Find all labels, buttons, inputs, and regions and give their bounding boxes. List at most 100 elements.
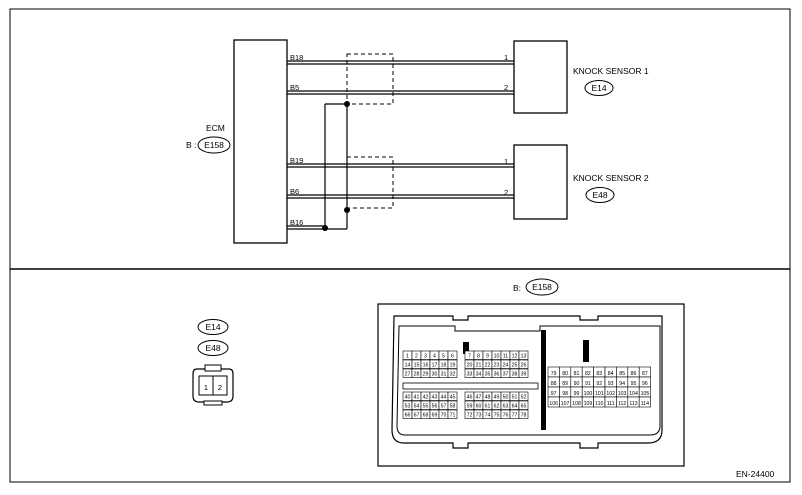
pin-number: 100 [584, 391, 593, 397]
pin-number: 53 [405, 404, 411, 410]
ecm-pin-b16: B16 [290, 218, 303, 227]
wire-b18-to-sensor1-pin1 [287, 60, 514, 65]
pin-cavity [447, 391, 458, 401]
pin-number: 43 [432, 395, 438, 401]
pin-number: 73 [476, 413, 482, 419]
pin-number: 47 [476, 395, 482, 401]
pin-cavity [518, 391, 529, 401]
pin-number: 6 [451, 354, 454, 360]
wire-b19-to-sensor2-pin1 [287, 163, 514, 168]
small-2pin-connector [192, 364, 234, 406]
ecm-connector-prefix: B : [186, 140, 196, 150]
pin-number: 9 [486, 354, 489, 360]
pin-number: 84 [608, 371, 614, 377]
knock-sensor-1-connector-badge [584, 80, 614, 96]
pin-number: 71 [450, 413, 456, 419]
pin-number: 51 [512, 395, 518, 401]
pin-number: 26 [521, 363, 527, 369]
wire-b5-to-sensor1-pin2 [287, 90, 514, 95]
ecm-connector-view-prefix: B: [513, 283, 521, 293]
pin-number: 109 [584, 401, 593, 407]
ecm-connector-badge [197, 136, 231, 154]
shield-box-2 [346, 156, 394, 209]
pin-number: 97 [551, 391, 557, 397]
pin-number: 38 [512, 372, 518, 378]
shield-box-1 [346, 53, 394, 105]
pin-number: 36 [494, 372, 500, 378]
pin-number: 98 [562, 391, 568, 397]
pin-number: 93 [608, 381, 614, 387]
pin-number: 48 [485, 395, 491, 401]
pin-number: 70 [441, 413, 447, 419]
knock-sensor-2-pin-2: 2 [504, 188, 508, 197]
pin-number: 86 [631, 371, 637, 377]
pin-number: 41 [414, 395, 420, 401]
pin-number: 57 [441, 404, 447, 410]
pin-cavity [518, 359, 529, 369]
small-connector-pin-2: 2 [218, 383, 222, 392]
pin-number: 111 [607, 401, 615, 407]
pin-number: 60 [476, 404, 482, 410]
pin-number: 33 [467, 372, 473, 378]
pin-number: 65 [521, 404, 527, 410]
pin-number: 79 [551, 371, 557, 377]
pin-number: 45 [450, 395, 456, 401]
pin-number: 58 [450, 404, 456, 410]
pin-number: 16 [423, 363, 429, 369]
pin-number: 52 [521, 395, 527, 401]
pin-number: 49 [494, 395, 500, 401]
shield-junction-dot-1 [344, 101, 350, 107]
knock-sensor-1-label: KNOCK SENSOR 1 [573, 66, 649, 76]
pin-number: 108 [572, 401, 581, 407]
pin-number: 40 [405, 395, 411, 401]
pin-cavity [638, 396, 651, 408]
pin-number: 34 [476, 372, 482, 378]
connector-badge-e14 [197, 319, 229, 335]
pin-number: 106 [549, 401, 558, 407]
figure-code: EN-24400 [736, 469, 775, 479]
knock-sensor-1-connector-id: E14 [591, 83, 606, 93]
pin-cavity [518, 400, 529, 410]
pin-cavity [518, 368, 529, 378]
pin-cavity [447, 368, 458, 378]
pin-number: 23 [494, 363, 500, 369]
pin-number: 77 [512, 413, 518, 419]
pin-number: 22 [485, 363, 491, 369]
pin-number: 99 [574, 391, 580, 397]
pin-cavity [447, 350, 458, 360]
pin-number: 68 [423, 413, 429, 419]
pin-cavity [518, 350, 529, 360]
knock-sensor-2-block [513, 144, 568, 220]
pin-number: 105 [641, 391, 650, 397]
knock-sensor-2-connector-id: E48 [592, 190, 607, 200]
connector-id-e14: E14 [205, 322, 220, 332]
pin-number: 59 [467, 404, 473, 410]
knock-sensor-1-pin-2: 2 [504, 83, 508, 92]
pin-number: 90 [574, 381, 580, 387]
ecm-pin-b6: B6 [290, 187, 299, 196]
pin-number: 32 [450, 372, 456, 378]
pin-number: 63 [503, 404, 509, 410]
pin-number: 88 [551, 381, 557, 387]
pin-number: 31 [441, 372, 447, 378]
pin-number: 85 [619, 371, 625, 377]
knock-sensor-1-pin-1: 1 [504, 53, 508, 62]
pin-number: 15 [414, 363, 420, 369]
ecm-block [233, 39, 288, 244]
pin-number: 82 [585, 371, 591, 377]
pin-number: 30 [432, 372, 438, 378]
pin-number: 95 [631, 381, 637, 387]
shield-junction-dot-2 [344, 207, 350, 213]
pin-number: 44 [441, 395, 447, 401]
pin-number: 96 [642, 381, 648, 387]
pin-number: 56 [432, 404, 438, 410]
pin-number: 74 [485, 413, 491, 419]
pin-number: 5 [442, 354, 445, 360]
pin-number: 3 [424, 354, 427, 360]
pin-number: 102 [606, 391, 615, 397]
knock-sensor-2-label: KNOCK SENSOR 2 [573, 173, 649, 183]
pin-number: 39 [521, 372, 527, 378]
wire-b6-to-sensor2-pin2 [287, 194, 514, 199]
